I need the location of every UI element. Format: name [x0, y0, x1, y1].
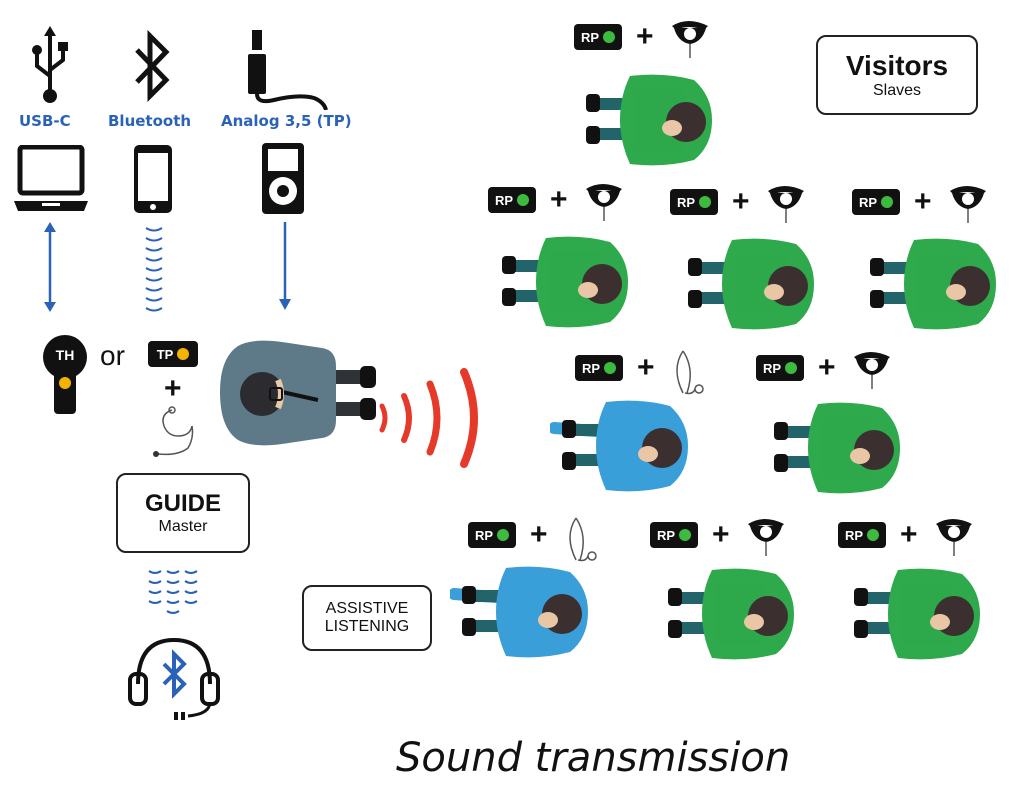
th-label: TH: [55, 347, 75, 363]
th-transmitter: TH: [42, 334, 88, 416]
rp-receiver-chip: RP: [650, 522, 698, 548]
guide-title: GUIDE: [144, 490, 221, 517]
rp-status-dot: [604, 362, 617, 374]
receiver-plus: +: [712, 518, 730, 551]
laptop-icon: [14, 145, 88, 211]
rp-receiver-chip: RP: [756, 355, 804, 381]
neckloop-icon: [676, 350, 704, 395]
assistive-listener-figure: [450, 566, 588, 658]
rp-label: RP: [474, 527, 494, 543]
guide-person-figure: [220, 340, 376, 446]
rp-label: RP: [494, 192, 514, 208]
usb-bidirectional-arrow: [44, 222, 56, 312]
receiver-plus: +: [530, 518, 548, 551]
bluetooth-label: Bluetooth: [108, 112, 192, 130]
rp-status-dot: [517, 194, 530, 206]
tp-transmitter-chip: TP: [148, 341, 198, 367]
visitor-figure: [688, 238, 814, 330]
rp-receiver-chip: RP: [575, 355, 623, 381]
transmitter-plus: +: [164, 372, 182, 405]
rp-status-dot: [699, 196, 712, 208]
receiver-plus: +: [818, 351, 836, 384]
audio-jack-icon: [248, 30, 328, 110]
guide-bluetooth-waves: [148, 570, 198, 614]
receiver-plus: +: [732, 185, 750, 218]
usb-c-label: USB-C: [19, 112, 71, 130]
rp-label: RP: [581, 360, 601, 376]
neckloop-icon: [569, 517, 597, 562]
analog-down-arrow: [279, 222, 291, 310]
receiver-plus: +: [550, 183, 568, 216]
or-label: or: [100, 340, 125, 371]
rp-label: RP: [844, 527, 864, 543]
rp-receiver-chip: RP: [468, 522, 516, 548]
usb-icon: [32, 26, 68, 103]
rp-receiver-chip: RP: [488, 187, 536, 213]
rp-label: RP: [762, 360, 782, 376]
earpiece-icon: [936, 519, 972, 556]
visitors-slaves-box: Visitors Slaves: [816, 35, 978, 115]
assistive-listener-figure: [550, 400, 688, 492]
receiver-plus: +: [914, 185, 932, 218]
bluetooth-waves: [145, 227, 163, 312]
visitor-figure: [774, 402, 900, 494]
assistive-listening-box: ASSISTIVE LISTENING: [302, 585, 432, 651]
rp-status-dot: [603, 31, 616, 43]
rp-receiver-chip: RP: [852, 189, 900, 215]
guide-subtitle: Master: [158, 518, 208, 535]
earpiece-icon: [586, 184, 622, 221]
sound-waves: [379, 368, 478, 468]
analog-label: Analog 3,5 (TP): [221, 112, 352, 130]
assistive-line-2: LISTENING: [324, 618, 410, 635]
visitor-figure: [586, 74, 712, 166]
guide-master-box: GUIDE Master: [116, 473, 250, 553]
rp-status-dot: [867, 529, 880, 541]
receiver-plus: +: [637, 351, 655, 384]
rp-status-dot: [785, 362, 798, 374]
rp-receiver-chip: RP: [574, 24, 622, 50]
rp-status-dot: [497, 529, 510, 541]
rp-receiver-chip: RP: [670, 189, 718, 215]
receiver-plus: +: [900, 518, 918, 551]
music-player-icon: [262, 143, 304, 214]
rp-label: RP: [676, 194, 696, 210]
sound-transmission-caption: Sound transmission: [396, 735, 791, 781]
earpiece-icon: [672, 21, 708, 58]
assistive-line-1: ASSISTIVE: [325, 600, 409, 617]
rp-label: RP: [656, 527, 676, 543]
bluetooth-headphones-icon: [128, 637, 220, 720]
earpiece-icon: [768, 186, 804, 223]
visitors-subtitle: Slaves: [872, 82, 922, 99]
earpiece-icon: [854, 352, 890, 389]
rp-status-dot: [679, 529, 692, 541]
rp-status-dot: [881, 196, 894, 208]
smartphone-icon: [134, 145, 172, 213]
earpiece-icon: [748, 519, 784, 556]
receiver-plus: +: [636, 20, 654, 53]
earpiece-icon: [950, 186, 986, 223]
bluetooth-icon: [135, 30, 170, 103]
visitor-figure: [870, 238, 996, 330]
visitor-figure: [854, 568, 980, 660]
visitors-title: Visitors: [845, 50, 949, 81]
tp-label: TP: [156, 346, 174, 362]
tp-status-dot: [177, 348, 190, 360]
headset-microphone-icon: [153, 406, 194, 457]
rp-label: RP: [580, 29, 600, 45]
visitor-figure: [502, 236, 628, 328]
visitor-figure: [668, 568, 794, 660]
rp-label: RP: [858, 194, 878, 210]
rp-receiver-chip: RP: [838, 522, 886, 548]
